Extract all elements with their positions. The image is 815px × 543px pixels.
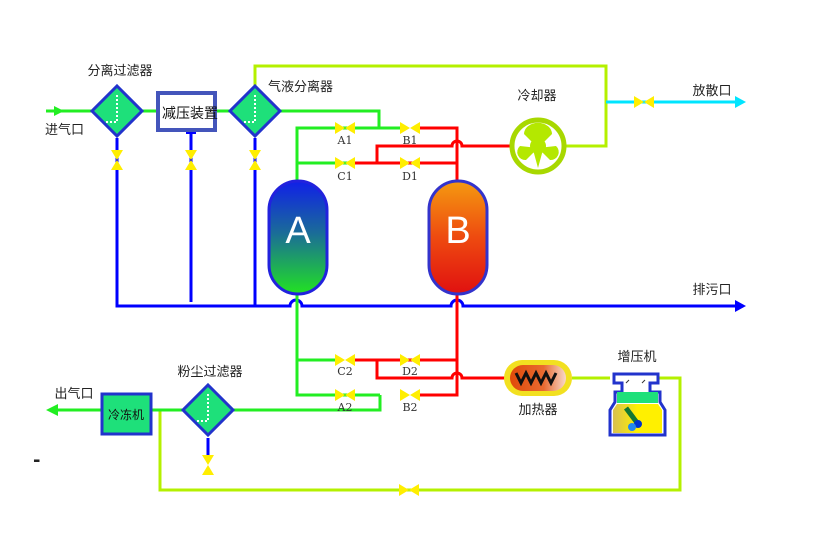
vent-label: 放散口 bbox=[692, 84, 731, 99]
cooler-inlet-pipe bbox=[375, 139, 512, 163]
cooler-fan-icon[interactable] bbox=[509, 117, 567, 175]
vent-arrow-icon bbox=[735, 96, 746, 108]
heater-outlet-pipe bbox=[375, 360, 505, 380]
gas-liquid-separator-label: 气液分离器 bbox=[268, 79, 333, 95]
valve-c2[interactable] bbox=[335, 354, 355, 366]
valve-b2[interactable] bbox=[400, 389, 420, 401]
heater-icon[interactable] bbox=[504, 360, 572, 396]
tank-b-label: B bbox=[445, 210, 470, 252]
pressure-reducer-label: 减压装置 bbox=[162, 106, 218, 122]
booster-compressor-icon[interactable] bbox=[608, 372, 667, 437]
valve-a1-label: A1 bbox=[337, 134, 353, 147]
adsorption-tank-a[interactable] bbox=[267, 179, 329, 296]
heater-label: 加热器 bbox=[518, 403, 557, 418]
valve-d2[interactable] bbox=[400, 354, 420, 366]
valve-d1-label: D1 bbox=[402, 170, 418, 183]
inlet-label: 进气口 bbox=[45, 122, 84, 138]
dust-filter-icon[interactable] bbox=[180, 382, 236, 438]
valve-a1[interactable] bbox=[335, 122, 355, 134]
valve-c2-label: C2 bbox=[337, 365, 352, 378]
valve-c1[interactable] bbox=[335, 157, 355, 169]
valve-vent[interactable] bbox=[634, 96, 654, 108]
valve-a2[interactable] bbox=[335, 389, 355, 401]
valve-c1-label: C1 bbox=[337, 170, 352, 183]
regen-return-pipe-top bbox=[253, 64, 608, 148]
dash-mark: - bbox=[33, 450, 40, 471]
separator-outlet-pipe bbox=[278, 109, 381, 128]
valve-b1[interactable] bbox=[400, 122, 420, 134]
pressure-reducer-box[interactable] bbox=[156, 91, 217, 132]
separation-filter-label: 分离过滤器 bbox=[87, 63, 152, 79]
dust-filter-label: 粉尘过滤器 bbox=[177, 365, 242, 380]
valve-dust-filter-drain[interactable] bbox=[202, 455, 214, 475]
regen-return-pipe-bottom bbox=[158, 376, 682, 492]
valve-d1[interactable] bbox=[400, 157, 420, 169]
valve-inlet-drain[interactable] bbox=[111, 150, 123, 170]
valve-regen-return[interactable] bbox=[399, 484, 419, 496]
freeze-dryer-box[interactable] bbox=[100, 392, 153, 436]
valve-separator-drain[interactable] bbox=[249, 150, 261, 170]
outlet-label: 出气口 bbox=[54, 386, 93, 402]
inlet-arrow-icon bbox=[54, 106, 64, 116]
tank-a-label: A bbox=[285, 210, 311, 252]
valve-b2-label: B2 bbox=[402, 401, 417, 414]
booster-label: 增压机 bbox=[617, 350, 656, 365]
outlet-arrow-icon bbox=[46, 404, 58, 416]
valve-reducer-drain[interactable] bbox=[185, 150, 197, 170]
separation-filter-icon[interactable] bbox=[89, 83, 145, 139]
outlet-pipe bbox=[50, 395, 382, 412]
freeze-dryer-label: 冷冻机 bbox=[108, 407, 144, 422]
drain-pipe bbox=[115, 138, 738, 308]
cooler-label: 冷却器 bbox=[517, 89, 556, 104]
drain-arrow-icon bbox=[735, 300, 746, 312]
drain-label: 排污口 bbox=[692, 283, 731, 298]
valve-d2-label: D2 bbox=[402, 365, 418, 378]
valve-b1-label: B1 bbox=[402, 134, 417, 147]
adsorption-tank-b[interactable] bbox=[427, 179, 489, 296]
gas-liquid-separator-icon[interactable] bbox=[227, 83, 283, 139]
valve-a2-label: A2 bbox=[337, 401, 353, 414]
